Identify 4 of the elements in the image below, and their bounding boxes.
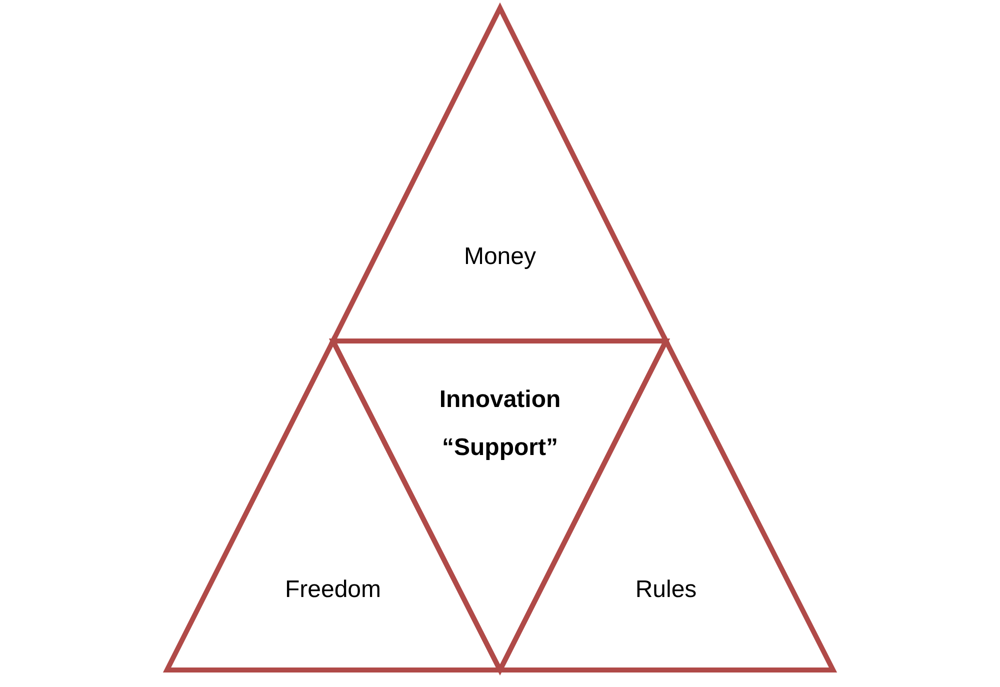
triangle-label: Money xyxy=(462,243,538,271)
triangle-label: Innovation “Support” xyxy=(438,385,562,463)
triangle-label: Freedom xyxy=(284,576,382,604)
triangle-label: Rules xyxy=(634,576,698,604)
